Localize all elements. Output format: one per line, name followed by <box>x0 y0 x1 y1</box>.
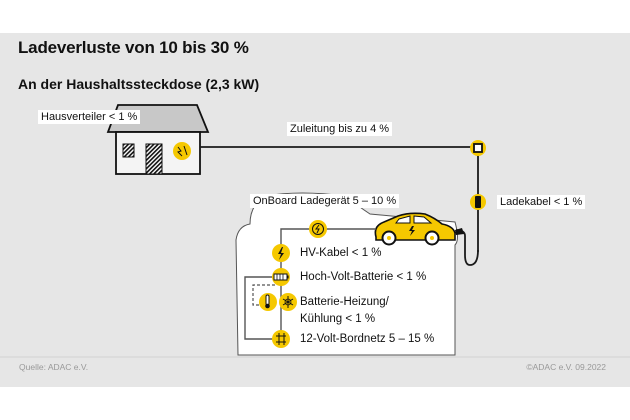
socket-icon <box>470 140 486 156</box>
label-onboard-charger: OnBoard Ladegerät 5 – 10 % <box>250 194 400 208</box>
label-ladekabel: Ladekabel < 1 % <box>497 195 586 209</box>
car-icon <box>374 212 464 246</box>
label-hausverteiler: Hausverteiler < 1 % <box>38 110 141 124</box>
circuit-icon <box>272 330 290 348</box>
item-12v-network: 12-Volt-Bordnetz 5 – 15 % <box>300 333 435 345</box>
lightning-icon <box>272 244 290 262</box>
item-battery-heating: Batterie-Heizung/ <box>300 296 389 308</box>
cable-to-car <box>455 229 479 266</box>
item-hv-cable: HV-Kabel < 1 % <box>300 247 382 259</box>
label-zuleitung: Zuleitung bis zu 4 % <box>287 122 393 136</box>
thermal-wiring <box>252 284 275 306</box>
footer-source: Quelle: ADAC e.V. <box>19 362 89 372</box>
footer-copyright: ©ADAC e.V. 09.2022 <box>526 362 606 372</box>
onboard-charger-icon <box>309 220 327 238</box>
item-battery-cooling: Kühlung < 1 % <box>300 313 376 325</box>
page-subtitle: An der Haushaltssteckdose (2,3 kW) <box>18 76 260 92</box>
battery-icon <box>272 268 290 286</box>
snowflake-icon <box>279 293 297 311</box>
item-hv-battery: Hoch-Volt-Batterie < 1 % <box>300 271 427 283</box>
bordnetz-wiring <box>244 276 275 340</box>
thermometer-icon <box>259 293 277 311</box>
charging-cable-icon <box>470 194 486 210</box>
page-title: Ladeverluste von 10 bis 30 % <box>18 38 249 57</box>
